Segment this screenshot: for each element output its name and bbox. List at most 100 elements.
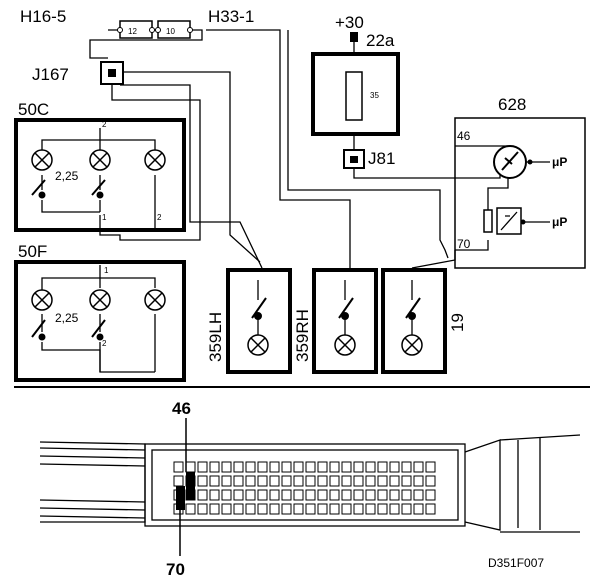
module-50f (14, 260, 186, 382)
connector-j167-label: J167 (32, 65, 69, 84)
connector-pin (389, 503, 400, 515)
connector-pin (173, 475, 184, 487)
connector-pin (233, 503, 244, 515)
connector-pin-70-label: 70 (166, 560, 185, 579)
switch-box-359lh (226, 268, 292, 374)
fuse-10-label: 10 (166, 27, 175, 36)
pin-2-label: 2 (102, 120, 107, 129)
connector-pin (365, 489, 376, 501)
pin-46-marker (186, 472, 195, 500)
connector-pin (341, 489, 352, 501)
wires (41, 29, 550, 373)
lamp-rating-50c: 2,25 (55, 169, 79, 183)
switch-359lh-label: 359LH (206, 312, 225, 362)
connector-pin-grid (173, 461, 436, 515)
connector-pin (413, 503, 424, 515)
module-628 (454, 117, 586, 269)
pin-2c-label: 2 (102, 339, 107, 348)
connector-pin (341, 475, 352, 487)
connector-pin (209, 461, 220, 473)
pin-70-marker (176, 486, 185, 510)
connector-pin (329, 489, 340, 501)
lamp-rating-50f: 2,25 (55, 311, 79, 325)
microprocessor-label-1: μP (552, 155, 567, 169)
connector-pin (377, 475, 388, 487)
connector-pin (221, 461, 232, 473)
connector-pin (353, 461, 364, 473)
pin-70-label: 70 (457, 237, 471, 251)
connector-pin (413, 489, 424, 501)
fuse-h33 (155, 20, 193, 39)
connector-pin (221, 503, 232, 515)
connector-pin (401, 489, 412, 501)
microprocessor-label-2: μP (552, 215, 567, 229)
lamp-icon (31, 289, 166, 311)
connector-pin (197, 475, 208, 487)
module-628-label: 628 (498, 95, 526, 114)
connector-pin (401, 503, 412, 515)
connector-pin (389, 461, 400, 473)
connector-pin (389, 475, 400, 487)
fuse-h16 (117, 20, 155, 39)
connector-pin (257, 489, 268, 501)
connector-pin (365, 461, 376, 473)
connector-pin (209, 475, 220, 487)
connector-pin (221, 475, 232, 487)
connector-pin (293, 461, 304, 473)
ecu-connector-view (39, 434, 581, 533)
connector-pin (401, 461, 412, 473)
connector-pin (305, 503, 316, 515)
connector-pin (185, 461, 196, 473)
connector-pin (413, 475, 424, 487)
connector-pin (305, 475, 316, 487)
fuse-box-35 (311, 32, 400, 136)
connector-pin (221, 489, 232, 501)
connector-pin (281, 461, 292, 473)
switch-359rh-label: 359RH (293, 309, 312, 362)
connector-pin (185, 503, 196, 515)
connector-pin (293, 489, 304, 501)
connector-pin (293, 475, 304, 487)
connector-pin (329, 503, 340, 515)
connector-pin (269, 461, 280, 473)
lamp-icon (247, 334, 423, 356)
connector-h33-label: H33-1 (208, 7, 254, 26)
connector-pin (281, 503, 292, 515)
connector-pin (353, 489, 364, 501)
connector-pin (257, 503, 268, 515)
connector-pin (245, 461, 256, 473)
pin-46-label: 46 (457, 129, 471, 143)
connector-pin (317, 503, 328, 515)
switch-icon (31, 179, 106, 199)
connector-pin (317, 489, 328, 501)
connector-pin (197, 503, 208, 515)
connector-pin (377, 489, 388, 501)
connector-pin (293, 503, 304, 515)
fuse-35-label: 35 (370, 91, 379, 100)
lamp-icon (31, 149, 166, 171)
connector-pin (341, 461, 352, 473)
connector-pin (365, 503, 376, 515)
connector-pin (269, 503, 280, 515)
connector-pin (197, 489, 208, 501)
connector-pin (233, 461, 244, 473)
connector-pin (269, 489, 280, 501)
connector-pin (257, 475, 268, 487)
connector-pin (245, 489, 256, 501)
connector-pin (401, 475, 412, 487)
module-50f-label: 50F (18, 242, 47, 261)
connector-pin (281, 489, 292, 501)
connector-pin (305, 461, 316, 473)
connector-pin (425, 503, 436, 515)
connector-pin (233, 489, 244, 501)
connector-pin (197, 461, 208, 473)
connector-pin (353, 475, 364, 487)
figure-code: D351F007 (488, 556, 544, 570)
connector-pin (365, 475, 376, 487)
connector-pin (329, 461, 340, 473)
module-50c (14, 118, 186, 232)
terminal-22a-label: 22a (366, 31, 395, 50)
switch-box-359rh (312, 268, 378, 374)
switch-box-19 (381, 268, 447, 374)
